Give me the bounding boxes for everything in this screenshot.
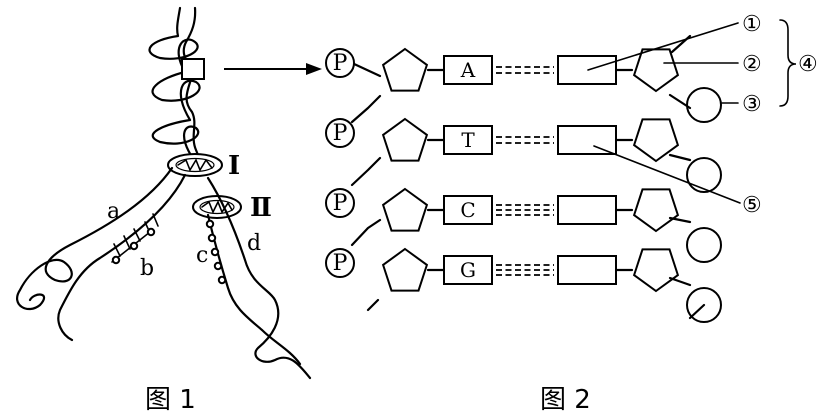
strand-label-a: a xyxy=(107,199,120,224)
base-left-letter: C xyxy=(460,198,475,222)
deoxyribose-left xyxy=(381,117,429,162)
deoxyribose-right xyxy=(632,188,680,233)
callout-1: ① xyxy=(742,12,762,37)
fork-II-complex xyxy=(192,195,242,219)
base-left xyxy=(443,195,493,225)
base-right xyxy=(557,55,617,85)
base-left xyxy=(443,255,493,285)
deoxyribose-left xyxy=(381,47,429,92)
figure1-replication-forks: Ⅰ Ⅱ a b c d 图 1 xyxy=(16,6,312,415)
phosphate-group-right xyxy=(686,227,722,263)
right-daughter-strand-outer xyxy=(206,176,312,380)
deoxyribose-left xyxy=(381,247,429,292)
phosphate-group xyxy=(325,118,355,148)
brace-4 xyxy=(779,19,797,107)
base-left-letter: T xyxy=(461,128,475,152)
parental-dna-strand-1 xyxy=(148,6,201,162)
hydrogen-bonds xyxy=(496,264,554,276)
right-backbone xyxy=(668,34,706,320)
phosphate-group xyxy=(325,48,355,78)
fork-I-label: Ⅰ xyxy=(228,151,240,181)
callout-line-1 xyxy=(587,22,739,71)
phosphate-label: P xyxy=(333,51,348,76)
deoxyribose-right xyxy=(632,248,680,293)
base-right xyxy=(557,255,617,285)
callout-2: ② xyxy=(742,52,762,77)
hydrogen-bonds xyxy=(496,66,554,74)
strand-label-d: d xyxy=(247,231,261,256)
base-right xyxy=(557,125,617,155)
base-left xyxy=(443,55,493,85)
deoxyribose-left xyxy=(381,187,429,232)
phosphate-group xyxy=(325,188,355,218)
callout-4: ④ xyxy=(798,52,818,77)
figure1-caption: 图 1 xyxy=(145,385,196,415)
phosphate-group-right xyxy=(686,87,722,123)
base-left-letter: G xyxy=(460,258,476,282)
figure2-caption: 图 2 xyxy=(540,385,591,415)
fork-I-complex xyxy=(167,153,223,177)
left-new-strand xyxy=(111,213,159,265)
deoxyribose-right xyxy=(632,48,680,93)
right-new-strand xyxy=(205,219,227,285)
strand-label-c: c xyxy=(196,243,208,268)
left-daughter-strand-outer xyxy=(16,166,174,311)
phosphate-group xyxy=(325,248,355,278)
hydrogen-bonds xyxy=(496,204,554,216)
callout-3: ③ xyxy=(742,92,762,117)
left-daughter-strand-inner xyxy=(57,173,187,342)
phosphate-group-right xyxy=(686,157,722,193)
base-left xyxy=(443,125,493,155)
phosphate-label: P xyxy=(333,191,348,216)
base-right xyxy=(557,195,617,225)
phosphate-label: P xyxy=(333,251,348,276)
callout-line-5 xyxy=(593,145,741,204)
deoxyribose-right xyxy=(632,118,680,163)
zoom-region-marker xyxy=(181,58,205,80)
hydrogen-bonds xyxy=(496,136,554,144)
phosphate-label: P xyxy=(333,121,348,146)
left-backbone xyxy=(350,61,382,312)
fork-II-label: Ⅱ xyxy=(250,193,272,223)
zoom-arrow xyxy=(224,63,322,75)
strand-label-b: b xyxy=(140,256,154,281)
base-left-letter: A xyxy=(460,58,476,82)
callout-5: ⑤ xyxy=(742,193,762,218)
